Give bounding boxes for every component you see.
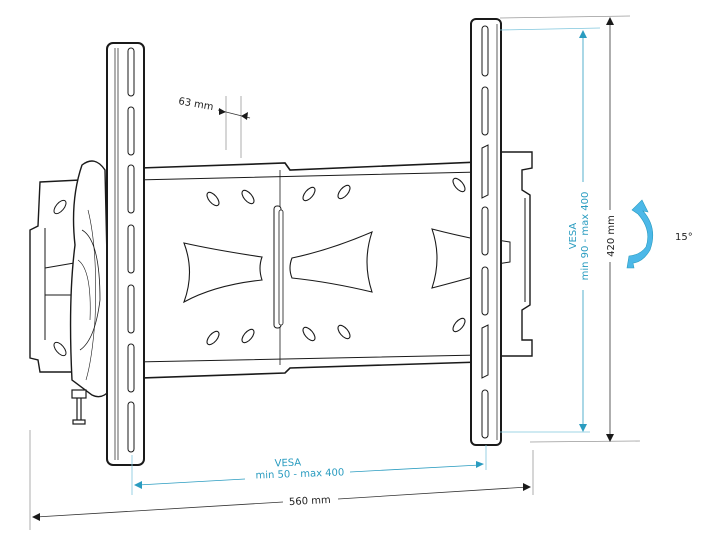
total-width-label: 560 mm: [289, 495, 331, 508]
left-tilt-latch: [69, 160, 111, 425]
right-wing: [494, 151, 533, 357]
vesa-horizontal-range: min 50 - max 400: [255, 467, 344, 481]
right-arm-slots: [481, 25, 489, 439]
vesa-vertical-title: VESA: [568, 223, 579, 250]
right-vertical-arm: [470, 18, 502, 446]
vesa-vertical-dimension: [499, 27, 601, 433]
total-height-label: 420 mm: [606, 215, 617, 257]
vesa-horizontal-dimension: [131, 445, 487, 495]
left-wing: [29, 179, 81, 373]
slot-spacing-dimension: [217, 96, 251, 158]
wall-plate: [134, 161, 481, 379]
vesa-vertical-range: min 90 - max 400: [580, 192, 591, 281]
curved-rotate-arrow-icon: [626, 199, 654, 269]
plate-slots: [182, 177, 481, 346]
total-width-dimension: [29, 430, 534, 530]
left-arm-slots: [127, 47, 135, 453]
left-vertical-arm: [106, 42, 145, 466]
tilt-angle-label: 15°: [675, 232, 693, 243]
total-height-dimension: [499, 15, 641, 443]
slot-spacing-label: 63 mm: [177, 96, 214, 113]
vesa-horizontal-title: VESA: [274, 458, 301, 470]
